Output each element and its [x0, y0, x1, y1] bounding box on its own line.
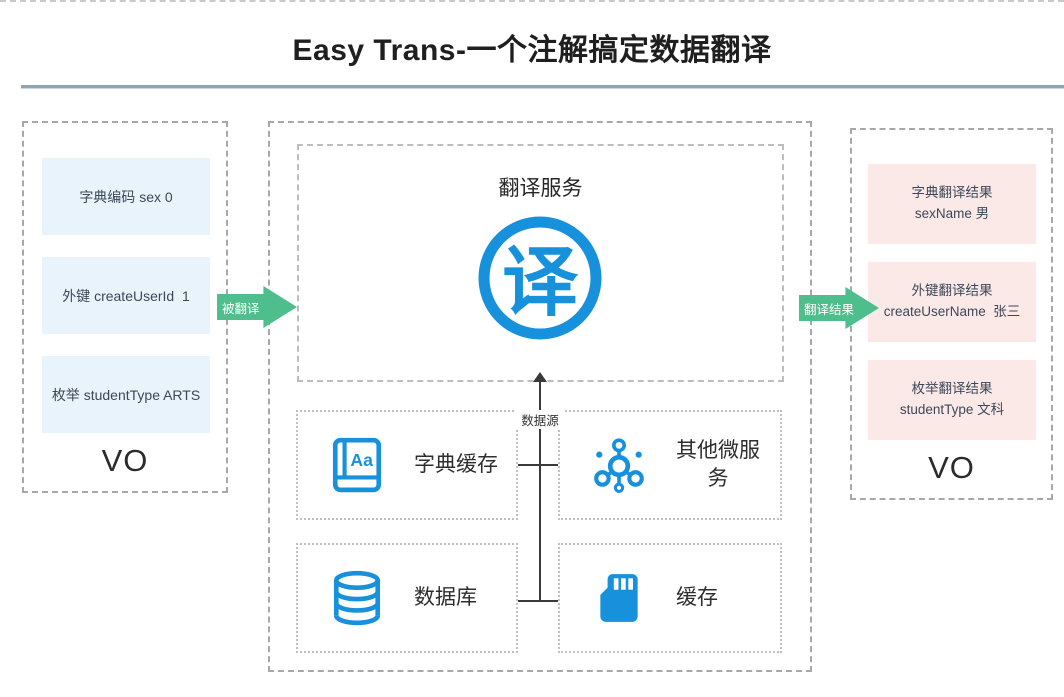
- vo-field-foreign-key: 外键 createUserId 1: [42, 257, 210, 334]
- cache-label: 缓存: [676, 585, 718, 609]
- microservices-label: 其他微服务: [676, 438, 760, 490]
- page-title: Easy Trans-一个注解搞定数据翻译: [292, 34, 772, 67]
- database-box: 数据库: [296, 543, 518, 653]
- database-label: 数据库: [414, 585, 477, 609]
- vo-result-label: VO: [928, 450, 975, 485]
- translate-logo-icon: 译: [478, 216, 602, 340]
- result-foreign-key: 外键翻译结果 createUserName 张三: [868, 262, 1036, 342]
- top-dashed-border: [0, 0, 1064, 2]
- datasource-arrowhead: [533, 372, 547, 382]
- vo-result-panel: 字典翻译结果 sexName 男 外键翻译结果 createUserName 张…: [850, 128, 1053, 500]
- result-dict: 字典翻译结果 sexName 男: [868, 164, 1036, 244]
- result-enum-line1: 枚举翻译结果: [911, 381, 993, 397]
- result-foreign-key-line1: 外键翻译结果: [911, 283, 993, 299]
- vo-input-panel: 字典编码 sex 0 外键 createUserId 1 枚举 studentT…: [22, 121, 228, 493]
- network-hub-icon: [590, 436, 648, 494]
- result-foreign-key-line2: createUserName 张三: [883, 304, 1021, 319]
- svg-text:Aa: Aa: [350, 450, 373, 470]
- database-icon: [328, 569, 386, 627]
- connector-top: [518, 464, 558, 466]
- book-icon: Aa: [328, 436, 386, 494]
- vo-input-label: VO: [101, 443, 149, 478]
- translation-service-title: 翻译服务: [498, 177, 583, 200]
- vo-field-enum: 枚举 studentType ARTS: [42, 356, 210, 433]
- connector-bottom: [518, 600, 558, 602]
- datasource-label: 数据源: [515, 410, 565, 429]
- to-be-translated-arrow-label: 被翻译: [222, 301, 260, 316]
- result-enum: 枚举翻译结果 studentType 文科: [868, 360, 1036, 440]
- dict-cache-label: 字典缓存: [414, 452, 498, 476]
- result-dict-line2: sexName 男: [914, 206, 990, 221]
- translation-panel: 翻译服务 译 数据源 Aa 字典缓存: [268, 121, 812, 672]
- datasource-line: [539, 381, 541, 601]
- cache-box: 缓存: [558, 543, 782, 653]
- dict-cache-box: Aa 字典缓存: [296, 410, 518, 520]
- result-enum-line2: studentType 文科: [899, 402, 1005, 417]
- vo-field-dict: 字典编码 sex 0: [42, 158, 210, 235]
- sd-card-icon: [590, 569, 648, 627]
- result-dict-line1: 字典翻译结果: [911, 185, 993, 201]
- translation-result-arrow-label: 翻译结果: [804, 302, 855, 317]
- microservices-box: 其他微服务: [558, 410, 782, 520]
- svg-text:译: 译: [502, 241, 579, 326]
- title-divider: [21, 85, 1064, 88]
